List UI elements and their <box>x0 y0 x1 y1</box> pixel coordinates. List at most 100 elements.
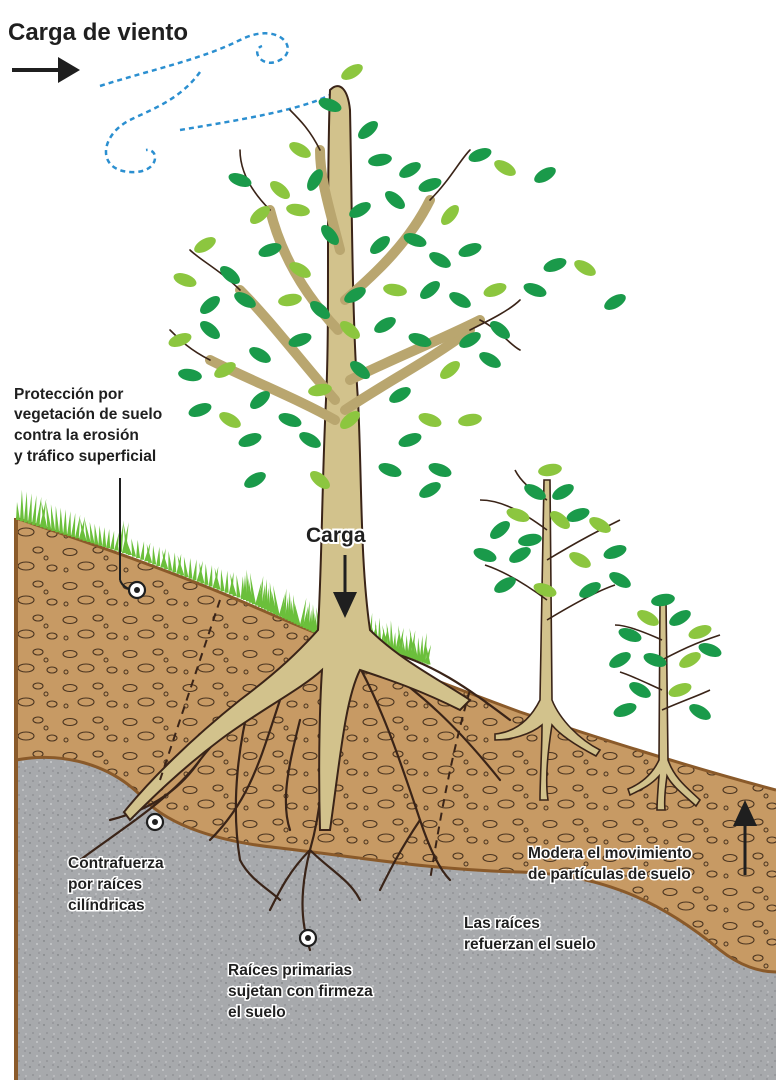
leaf <box>267 178 293 203</box>
grass-blade <box>24 492 28 523</box>
leaf <box>577 579 604 601</box>
leaf <box>607 649 634 671</box>
grass-blade <box>46 502 51 530</box>
target-marker-icon <box>129 582 145 598</box>
leaf <box>367 152 393 168</box>
load-label: Carga <box>306 524 366 547</box>
svg-text:por raíces: por raíces <box>68 876 142 893</box>
grass-blade <box>114 533 119 551</box>
wind-load-label: Carga de viento <box>8 19 188 46</box>
leaf <box>285 202 311 218</box>
leaf <box>487 318 513 343</box>
grass-blade <box>106 529 110 548</box>
leaf <box>567 549 594 571</box>
leaf <box>635 607 662 629</box>
grass-blade <box>209 565 213 587</box>
grass-blade <box>75 515 80 539</box>
svg-text:cilíndricas: cilíndricas <box>68 897 145 914</box>
leaf <box>627 679 654 701</box>
leaf <box>472 545 499 564</box>
leaf <box>355 118 381 143</box>
grass-blade <box>188 558 192 579</box>
grass-blade <box>51 504 55 531</box>
leaf <box>492 157 519 179</box>
leaf <box>550 481 577 503</box>
leaf <box>602 291 629 313</box>
grass-blade <box>32 495 37 525</box>
grass-blade <box>236 575 240 598</box>
svg-text:Las raíces: Las raíces <box>464 915 540 932</box>
leaf <box>377 460 404 479</box>
leaf <box>187 400 214 419</box>
svg-text:el suelo: el suelo <box>228 1004 286 1021</box>
leaf <box>339 61 366 83</box>
leaf <box>217 263 243 288</box>
svg-text:Protección por: Protección por <box>14 386 123 403</box>
leaf <box>667 680 694 699</box>
leaf <box>457 412 483 428</box>
leaf <box>172 270 199 289</box>
grass-blade <box>225 571 229 593</box>
leaf <box>427 460 454 479</box>
grass-blade <box>63 509 67 534</box>
leaf <box>237 430 264 449</box>
svg-text:sujetan con firmeza: sujetan con firmeza <box>228 983 373 1000</box>
svg-text:contra la erosión: contra la erosión <box>14 427 139 444</box>
leaf <box>507 544 534 566</box>
leaf <box>542 255 569 274</box>
grass-blade <box>140 541 144 560</box>
grass-blade <box>184 557 188 577</box>
leaf <box>427 249 454 271</box>
leaf <box>417 278 443 303</box>
leaf <box>447 289 474 311</box>
grass-blade <box>16 502 20 520</box>
grass-blade <box>90 522 95 543</box>
svg-text:vegetación de suelo: vegetación de suelo <box>14 406 162 423</box>
grass-blade <box>94 524 98 545</box>
leaf <box>417 410 444 429</box>
grass-blade <box>156 547 160 566</box>
leaf <box>277 292 303 308</box>
grass-blade <box>152 545 156 564</box>
leaf <box>297 429 324 451</box>
leaf <box>192 234 219 256</box>
wind-arrow-icon <box>12 57 80 83</box>
leaf <box>572 257 599 279</box>
leaf <box>467 145 494 164</box>
svg-text:Contrafuerza: Contrafuerza <box>68 855 164 872</box>
grass-blade <box>71 513 75 537</box>
leaf <box>650 592 676 608</box>
grass-blade <box>192 559 196 580</box>
leaf <box>477 349 504 371</box>
leaf <box>242 469 269 491</box>
leaf <box>287 139 314 161</box>
leaf <box>277 410 304 429</box>
grass-blade <box>98 525 102 545</box>
target-marker-icon <box>300 930 316 946</box>
leaf <box>457 240 484 259</box>
vegetation-protection-label: Protección por vegetación de suelo contr… <box>14 386 162 465</box>
svg-text:Modera el movimiento: Modera el movimiento <box>528 845 692 862</box>
leaf <box>397 159 424 181</box>
leaf <box>382 282 408 298</box>
leaf <box>197 318 223 343</box>
leaf <box>382 188 408 213</box>
leaf <box>532 164 559 186</box>
grass-blade <box>55 506 59 532</box>
grass-blade <box>36 497 42 526</box>
leaf <box>217 409 244 431</box>
grass-blade <box>67 511 71 536</box>
leaf <box>517 532 543 548</box>
leaf <box>372 314 399 336</box>
leaf <box>677 649 704 671</box>
leaf <box>612 700 639 719</box>
leaf <box>397 430 424 449</box>
leaf <box>437 358 463 383</box>
grass-blade <box>172 552 176 572</box>
grass-blade <box>204 564 208 585</box>
grass-blade <box>221 569 225 591</box>
grass-blade <box>102 527 106 547</box>
leaf <box>197 293 223 318</box>
leaf <box>607 569 634 591</box>
